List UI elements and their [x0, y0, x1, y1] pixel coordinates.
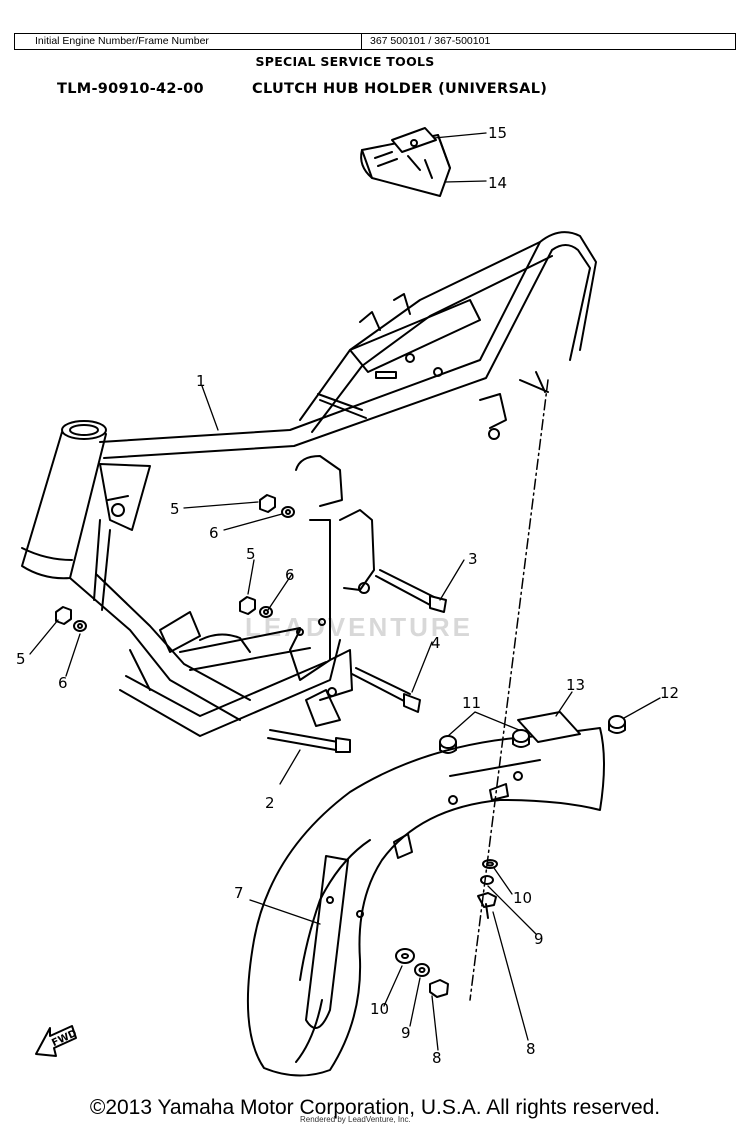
callout-15: 15 [488, 124, 507, 142]
frame-number-header: Initial Engine Number/Frame Number 367 5… [14, 33, 736, 50]
callout-1: 1 [196, 372, 206, 390]
clutch-hub-holder-tool [360, 127, 451, 197]
tool-name: CLUTCH HUB HOLDER (UNIVERSAL) [252, 81, 548, 97]
callout-10-upper: 10 [513, 889, 532, 907]
bolt-4 [351, 667, 421, 713]
washer-6-lower [73, 620, 87, 632]
nut-5-upper [259, 494, 276, 513]
copyright-notice: ©2013 Yamaha Motor Corporation, U.S.A. A… [89, 1096, 661, 1119]
tool-part-number: TLM-90910-42-00 [57, 81, 204, 97]
callout-4: 4 [431, 634, 441, 652]
callout-5-lower: 5 [16, 650, 26, 668]
callout-8-upper: 8 [526, 1040, 536, 1058]
washer-6-upper [281, 506, 295, 518]
callout-6-upper: 6 [209, 524, 219, 542]
nut-5-lower [55, 606, 72, 625]
callout-2: 2 [265, 794, 275, 812]
callout-12: 12 [660, 684, 679, 702]
rear-fender [246, 727, 605, 1077]
callout-7: 7 [234, 884, 244, 902]
callout-9-lower: 9 [401, 1024, 411, 1042]
callout-14: 14 [488, 174, 507, 192]
washer-9-lower [414, 963, 430, 977]
grommet-12 [608, 715, 626, 734]
screw-8-lower [429, 979, 449, 998]
callout-6-middle: 6 [285, 566, 295, 584]
callout-13: 13 [566, 676, 585, 694]
callout-5-upper: 5 [170, 500, 180, 518]
frame-number-value: 367 500101 / 367-500101 [370, 35, 491, 47]
washer-10-upper [482, 859, 498, 869]
nut-5-middle [239, 596, 256, 615]
service-tools-title: SPECIAL SERVICE TOOLS [255, 54, 435, 69]
frame-number-label: Initial Engine Number/Frame Number [15, 34, 362, 49]
callout-8-lower: 8 [432, 1049, 442, 1067]
bolt-3 [375, 569, 447, 613]
alignment-line [469, 379, 549, 1001]
grommet-11-right [512, 729, 530, 748]
leader-lines [29, 132, 661, 1051]
callout-3: 3 [468, 550, 478, 568]
callout-11: 11 [462, 694, 481, 712]
bolt-2 [267, 729, 351, 753]
callout-6-lower: 6 [58, 674, 68, 692]
washer-10-lower [395, 948, 415, 964]
main-frame [21, 231, 597, 737]
washer-9-upper [480, 875, 494, 885]
callout-9-upper: 9 [534, 930, 544, 948]
render-credit: Rendered by LeadVenture, Inc. [300, 1115, 411, 1124]
washer-6-middle [259, 606, 273, 618]
callout-5-middle: 5 [246, 545, 256, 563]
plate-13 [517, 711, 581, 743]
watermark: LEADVENTURE [245, 612, 474, 642]
fwd-arrow-icon [35, 1025, 77, 1057]
callout-10-lower: 10 [370, 1000, 389, 1018]
